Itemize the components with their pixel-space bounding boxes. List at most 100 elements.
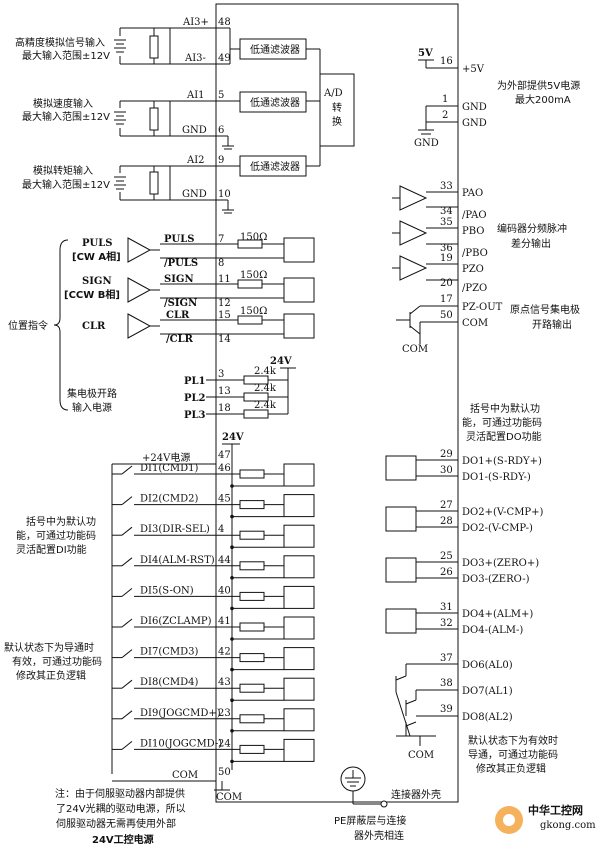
encoder-note-2: 差分输出: [511, 237, 551, 250]
res-pl3: 2.4k: [254, 400, 277, 411]
di-pin-number: 40: [218, 585, 231, 596]
pin-49: 49: [218, 53, 231, 64]
do-pin-number: 27: [440, 500, 453, 511]
pin-ai3p: AI3+: [182, 17, 209, 28]
di-input-label: DI4(ALM-RST): [140, 555, 215, 566]
pin-50-enc: 50: [440, 310, 453, 321]
pin-2: 2: [442, 110, 448, 121]
pin-34: 34: [440, 206, 453, 217]
pin-8: 8: [218, 258, 224, 269]
pl3-label: PL3: [184, 410, 206, 421]
pin-pbo: PBO: [462, 226, 484, 237]
filter-label-3: 低通滤波器: [250, 160, 300, 173]
do-output-rows: 29DO1+(S-RDY+)30DO1-(S-RDY-)27DO2+(V-CMP…: [385, 449, 544, 636]
di-optocoupler: [283, 524, 315, 548]
pin-15: 15: [218, 310, 231, 321]
pin-5: 5: [218, 90, 224, 101]
analog-desc-3b: 最大输入范围±12V: [22, 178, 110, 191]
di-footnote-1: 注：由于伺服驱动器内部提供: [55, 787, 185, 800]
di-resistor: [239, 714, 265, 724]
shell-label: 连接器外壳: [391, 788, 441, 801]
pin-npzo: /PZO: [462, 283, 487, 294]
di-resistor: [239, 500, 265, 510]
pin-50-di: 50: [218, 767, 231, 778]
pin-17: 17: [440, 294, 453, 305]
pin-pao: PAO: [462, 188, 483, 199]
di-optocoupler: [283, 555, 315, 579]
do-pin-label: DO4-(ALM-): [462, 625, 523, 636]
pin-gnd-6: GND: [182, 125, 207, 136]
analog-desc-1a: 高精度模拟信号输入: [15, 36, 105, 49]
pin-gnd-10: GND: [182, 189, 207, 200]
res-150-1: 150Ω: [240, 232, 267, 243]
watermark-brand: 中华工控网: [528, 803, 583, 817]
di-pin-number: 43: [218, 677, 231, 688]
watermark-site: gkong.com: [540, 820, 596, 831]
res-pl2: 2.4k: [254, 383, 277, 394]
di-resistor: [239, 683, 265, 693]
di-resistor: [239, 561, 265, 571]
pin-npao: /PAO: [462, 210, 487, 221]
pin-38: 38: [440, 678, 453, 689]
do-pin-number: 31: [440, 602, 453, 613]
filter-label-2: 低通滤波器: [250, 96, 300, 109]
di-optocoupler: [283, 616, 315, 640]
di-power-label: +24V电源: [142, 451, 190, 464]
pin-48: 48: [218, 17, 231, 28]
pin-2-sig: GND: [462, 118, 487, 129]
pin-com-enc: COM: [462, 318, 488, 329]
di-note-a2: 能，可通过功能码: [16, 529, 96, 542]
do-pin-number: 25: [440, 551, 453, 562]
pin-pzout: PZ-OUT: [462, 302, 503, 313]
pin-16-sig: +5V: [462, 64, 485, 75]
v24-di-label: 24V: [222, 432, 244, 443]
switch-contact: [121, 710, 133, 720]
switch-contact: [121, 649, 133, 658]
optocoupler-puls: [283, 237, 315, 263]
sign-left-2: [CCW B相]: [64, 288, 120, 301]
pin-16: 16: [440, 56, 453, 67]
di-optocoupler: [283, 494, 315, 518]
pin-npuls: /PULS: [164, 258, 198, 269]
di-com-label: COM: [172, 770, 198, 781]
power-section: 5V 16 +5V 为外部提供5V电源 最大200mA 1 GND 2 GND …: [414, 48, 580, 149]
pin-do6: DO6(AL0): [462, 660, 513, 671]
di-input-label: DI3(DIR-SEL): [140, 524, 210, 535]
pin-clr: CLR: [166, 310, 190, 321]
clr-left-1: CLR: [82, 321, 106, 332]
pin-nsign: /SIGN: [164, 298, 197, 309]
ad-label-2: 转: [332, 101, 342, 114]
pin-ai1: AI1: [186, 90, 205, 101]
v5-note-2: 最大200mA: [515, 93, 571, 106]
di-pin-number: 24: [218, 738, 231, 749]
puls-left-1: PULS: [82, 238, 113, 249]
pin-1: 1: [442, 94, 448, 105]
filter-label-1: 低通滤波器: [250, 43, 300, 56]
di-pin-number: 4: [218, 524, 224, 535]
analog-desc-1b: 最大输入范围±12V: [22, 49, 110, 62]
switch-contact: [121, 588, 133, 597]
pl-note-2: 输入电源: [72, 401, 112, 414]
di-optocoupler: [283, 463, 315, 487]
di-note-a3: 灵活配置DI功能: [16, 543, 87, 556]
pin-47: 47: [218, 450, 231, 461]
pin-npbo: /PBO: [462, 248, 488, 259]
do-optocoupler: [385, 557, 417, 583]
pin-puls: PULS: [164, 234, 195, 245]
pin-13: 13: [218, 386, 231, 397]
pin-18: 18: [218, 403, 231, 414]
do-section: 括号中为默认功 能，可通过功能码 灵活配置DO功能 29DO1+(S-RDY+)…: [385, 402, 558, 775]
pin-37: 37: [440, 653, 453, 664]
pin-36: 36: [440, 243, 453, 254]
di-input-label: DI7(CMD3): [140, 647, 199, 658]
pz-note-2: 开路输出: [532, 318, 572, 331]
pin-39: 39: [440, 704, 453, 715]
pin-14: 14: [218, 334, 231, 345]
do-optocoupler: [385, 455, 417, 481]
v24-pl-label: 24V: [270, 356, 292, 367]
di-pin-number: 45: [218, 494, 231, 505]
pl-note-1: 集电极开路: [67, 387, 117, 400]
di-input-row: DI8(CMD4)43: [112, 677, 315, 702]
switch-contact: [121, 465, 133, 475]
